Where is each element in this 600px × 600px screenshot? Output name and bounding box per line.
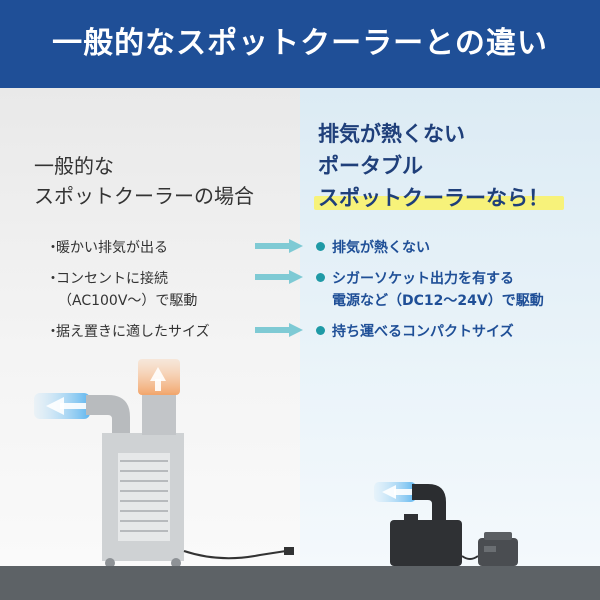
right-list-item: 持ち運べるコンパクトサイズ — [316, 321, 514, 341]
left-list-item-text: コンセントに接続 — [56, 271, 168, 287]
right-panel-background — [300, 88, 600, 568]
right-arrow-icon — [255, 323, 303, 337]
bullet-dot-icon — [316, 326, 325, 335]
right-arrow-icon — [255, 270, 303, 284]
portable-spot-cooler-icon — [374, 482, 518, 566]
left-list-item: ・コンセントに接続 — [46, 271, 168, 287]
right-list-item-text: 持ち運べるコンパクトサイズ — [332, 324, 514, 340]
right-headline-line3: スポットクーラーなら！ — [318, 186, 549, 210]
headline-highlight — [314, 196, 564, 210]
left-list-item: ・暖かい排気が出る — [46, 240, 168, 256]
right-list-item: 排気が熱くない — [316, 237, 430, 257]
right-list-item: シガーソケット出力を有する — [316, 268, 514, 288]
left-list-item-text: 据え置きに適したサイズ — [56, 324, 210, 340]
header-banner: 一般的なスポットクーラーとの違い — [0, 0, 600, 88]
left-list-item-text: 暖かい排気が出る — [56, 240, 168, 256]
right-arrow-icon — [255, 239, 303, 253]
left-headline-line2: スポットクーラーの場合 — [34, 184, 254, 208]
bullet-dot-icon — [316, 273, 325, 282]
right-headline-line1: 排気が熱くない — [318, 122, 465, 146]
right-headline-line2: ポータブル — [318, 154, 423, 178]
large-spot-cooler-icon — [34, 359, 294, 568]
page-title: 一般的なスポットクーラーとの違い — [52, 26, 548, 61]
right-list-item-text: シガーソケット出力を有する — [332, 271, 514, 287]
left-headline-line1: 一般的な — [34, 154, 114, 178]
bullet-dot-icon — [316, 242, 325, 251]
right-list-item-continued: 電源など（DC12～24V）で駆動 — [332, 293, 544, 309]
left-list-item-continued: （AC100V～）で駆動 — [58, 293, 198, 309]
floor — [0, 566, 600, 600]
left-list-item: ・据え置きに適したサイズ — [46, 324, 210, 340]
right-list-item-text: 排気が熱くない — [332, 240, 430, 256]
